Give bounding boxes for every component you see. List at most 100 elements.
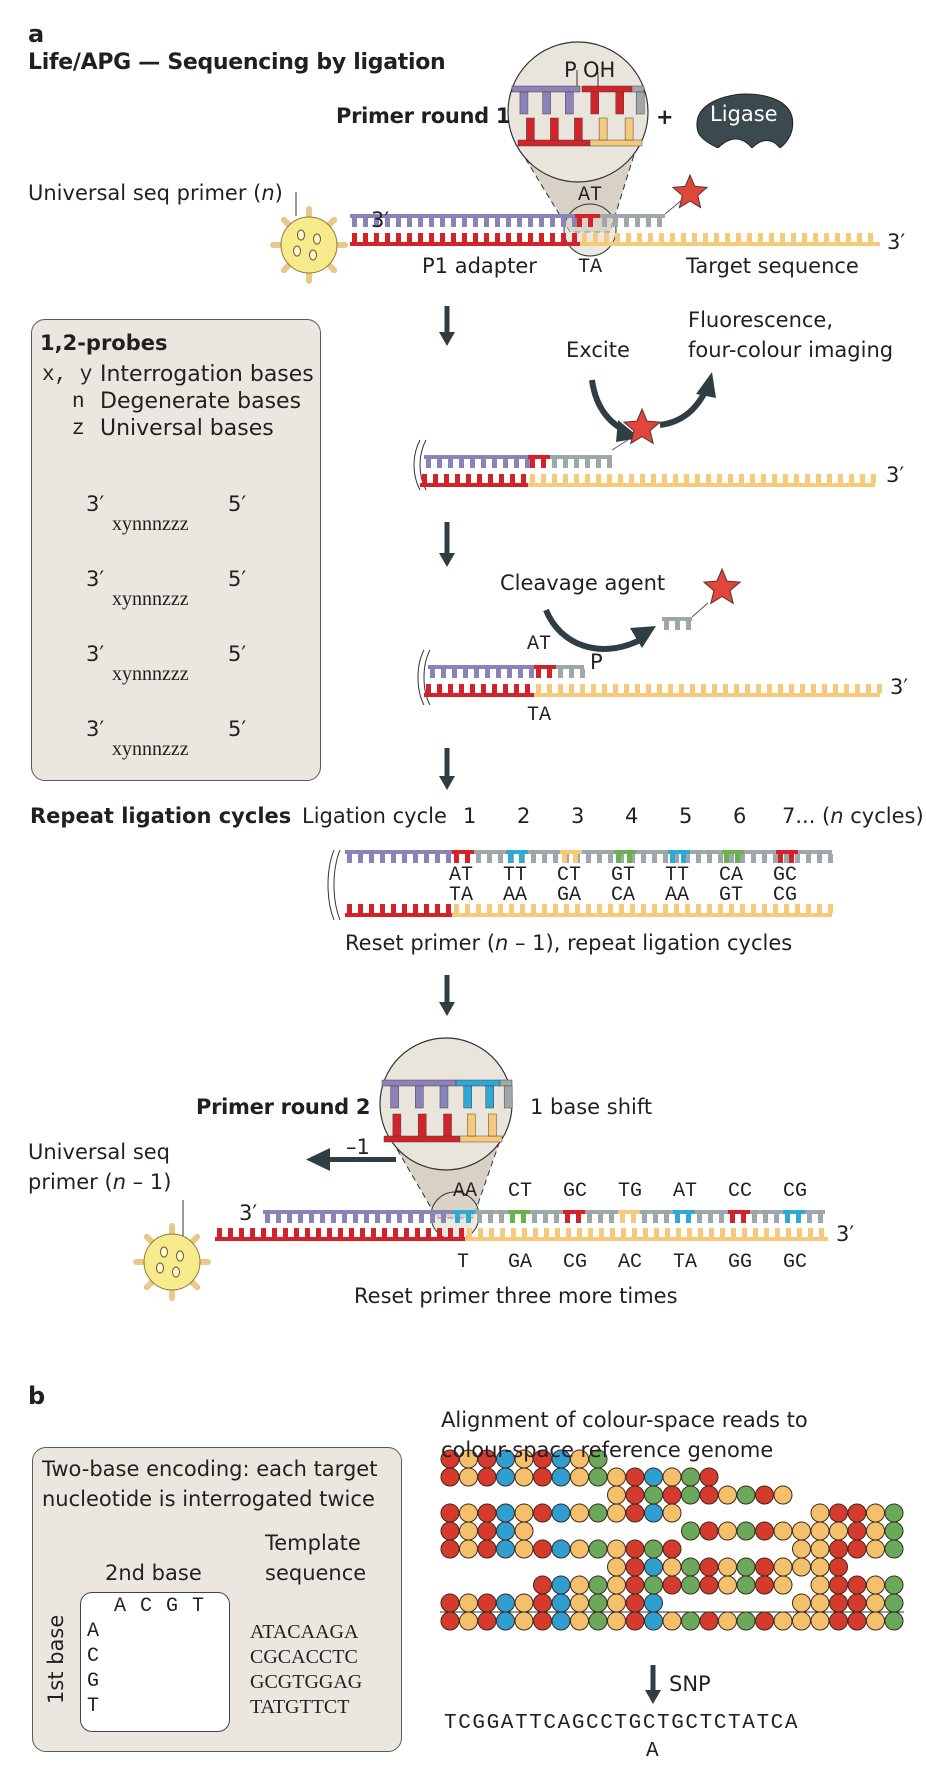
lens-focus-circle <box>563 203 617 257</box>
base-tooth <box>811 684 816 693</box>
base-tooth <box>574 474 579 483</box>
base-tooth <box>698 1228 703 1237</box>
legend-text-n: Degenerate bases <box>100 389 302 414</box>
base-tooth <box>646 684 651 693</box>
read-bead <box>607 1539 626 1559</box>
read-bead <box>755 1575 774 1595</box>
zoom-tooth <box>467 1113 476 1137</box>
read-bead <box>736 1575 756 1595</box>
strand-backbone <box>580 242 880 246</box>
reference-bead <box>755 1611 774 1631</box>
decoded-sequence: TCGGATTCAGCCTGCTGCTCTATCA <box>444 1712 800 1735</box>
fluorophore-star-imaging-icon <box>622 407 662 445</box>
base-tooth <box>797 1228 802 1237</box>
read-bead <box>514 1593 534 1613</box>
read-bead <box>718 1485 737 1505</box>
base-tooth <box>723 684 728 693</box>
base-tooth <box>530 474 535 483</box>
adapter-strand-imaging <box>420 474 528 487</box>
read-bead <box>533 1467 552 1487</box>
round2-bottom-pair: GA <box>508 1251 533 1274</box>
read-bead <box>884 1503 904 1523</box>
pair-top-r1: AT <box>578 184 603 207</box>
base-tooth <box>402 854 407 863</box>
primer-2-b: – 1) <box>126 1170 172 1194</box>
base-tooth <box>544 1228 549 1237</box>
cycle-top-pair: AT <box>449 864 474 887</box>
target-strand-imaging <box>528 474 876 487</box>
snp-label: SNP <box>669 1672 711 1696</box>
cycle-last-n: n <box>830 804 844 828</box>
reference-bead <box>440 1611 460 1631</box>
adapter-strand-cleave <box>424 684 534 697</box>
base-tooth <box>696 854 701 863</box>
base-tooth <box>476 854 481 863</box>
cycle-probe-mark <box>560 850 582 854</box>
template-sequence: TATGTTCT <box>250 1696 350 1718</box>
base-tooth <box>596 459 601 468</box>
universal-primer-2-line1: Universal seq <box>28 1140 171 1164</box>
base-tooth <box>846 233 851 242</box>
strand-backbone <box>528 455 550 459</box>
base-tooth <box>404 1228 409 1237</box>
bead-particle-round1-icon <box>270 206 348 284</box>
read-bead <box>718 1521 737 1541</box>
cleaved-star-icon <box>702 567 742 605</box>
base-tooth <box>725 233 730 242</box>
read-bead <box>810 1575 830 1595</box>
base-tooth <box>778 684 783 693</box>
base-tooth <box>426 1228 431 1237</box>
read-bead <box>866 1521 885 1541</box>
base-tooth <box>369 854 374 863</box>
base-tooth <box>817 904 822 913</box>
round2-top-pair: AT <box>673 1180 698 1203</box>
base-tooth <box>298 1214 303 1223</box>
read-bead <box>607 1485 626 1505</box>
base-tooth <box>635 218 640 227</box>
base-tooth <box>396 218 401 227</box>
arrow-head <box>439 776 455 790</box>
zoom-tooth <box>598 117 608 141</box>
three-prime-r2-left: 3′ <box>239 1201 258 1225</box>
base-tooth <box>764 1228 769 1237</box>
strand-backbone <box>428 665 534 669</box>
base-tooth <box>641 854 646 863</box>
encoding-title-2: nucleotide is interrogated twice <box>42 1487 375 1511</box>
base-tooth <box>624 684 629 693</box>
strand-backbone <box>263 1210 453 1214</box>
read-bead <box>792 1593 811 1613</box>
break-mark-cleave-icon <box>417 649 431 706</box>
alignment-title-2: colour-space reference genome <box>441 1438 774 1462</box>
base-tooth <box>857 233 862 242</box>
base-tooth <box>657 218 662 227</box>
base-tooth <box>643 1228 648 1237</box>
matrix-col-label: C <box>140 1595 153 1618</box>
base-tooth <box>385 233 390 242</box>
base-tooth <box>745 684 750 693</box>
read-bead <box>792 1521 811 1541</box>
base-tooth <box>407 218 412 227</box>
base-tooth <box>849 474 854 483</box>
encoding-title-1: Two-base encoding: each target <box>42 1457 378 1481</box>
bead-dot <box>293 245 301 257</box>
base-tooth <box>418 233 423 242</box>
base-tooth <box>542 854 547 863</box>
read-bead <box>514 1467 534 1487</box>
read-bead <box>570 1575 589 1595</box>
arrow-shaft <box>444 748 450 778</box>
cycle-top-pair: TT <box>503 864 528 887</box>
read-bead <box>496 1539 515 1559</box>
base-tooth <box>380 854 385 863</box>
base-tooth <box>347 854 352 863</box>
base-tooth <box>860 474 865 483</box>
base-tooth <box>728 474 733 483</box>
repeat-cycles-label: Repeat ligation cycles <box>30 804 292 828</box>
base-tooth <box>608 904 613 913</box>
base-tooth <box>761 474 766 483</box>
base-tooth <box>228 1228 233 1237</box>
reference-bead <box>662 1611 682 1631</box>
cleavage-arrow-head <box>630 626 656 648</box>
base-tooth <box>670 233 675 242</box>
probe-five-prime: 5′ <box>228 567 247 591</box>
